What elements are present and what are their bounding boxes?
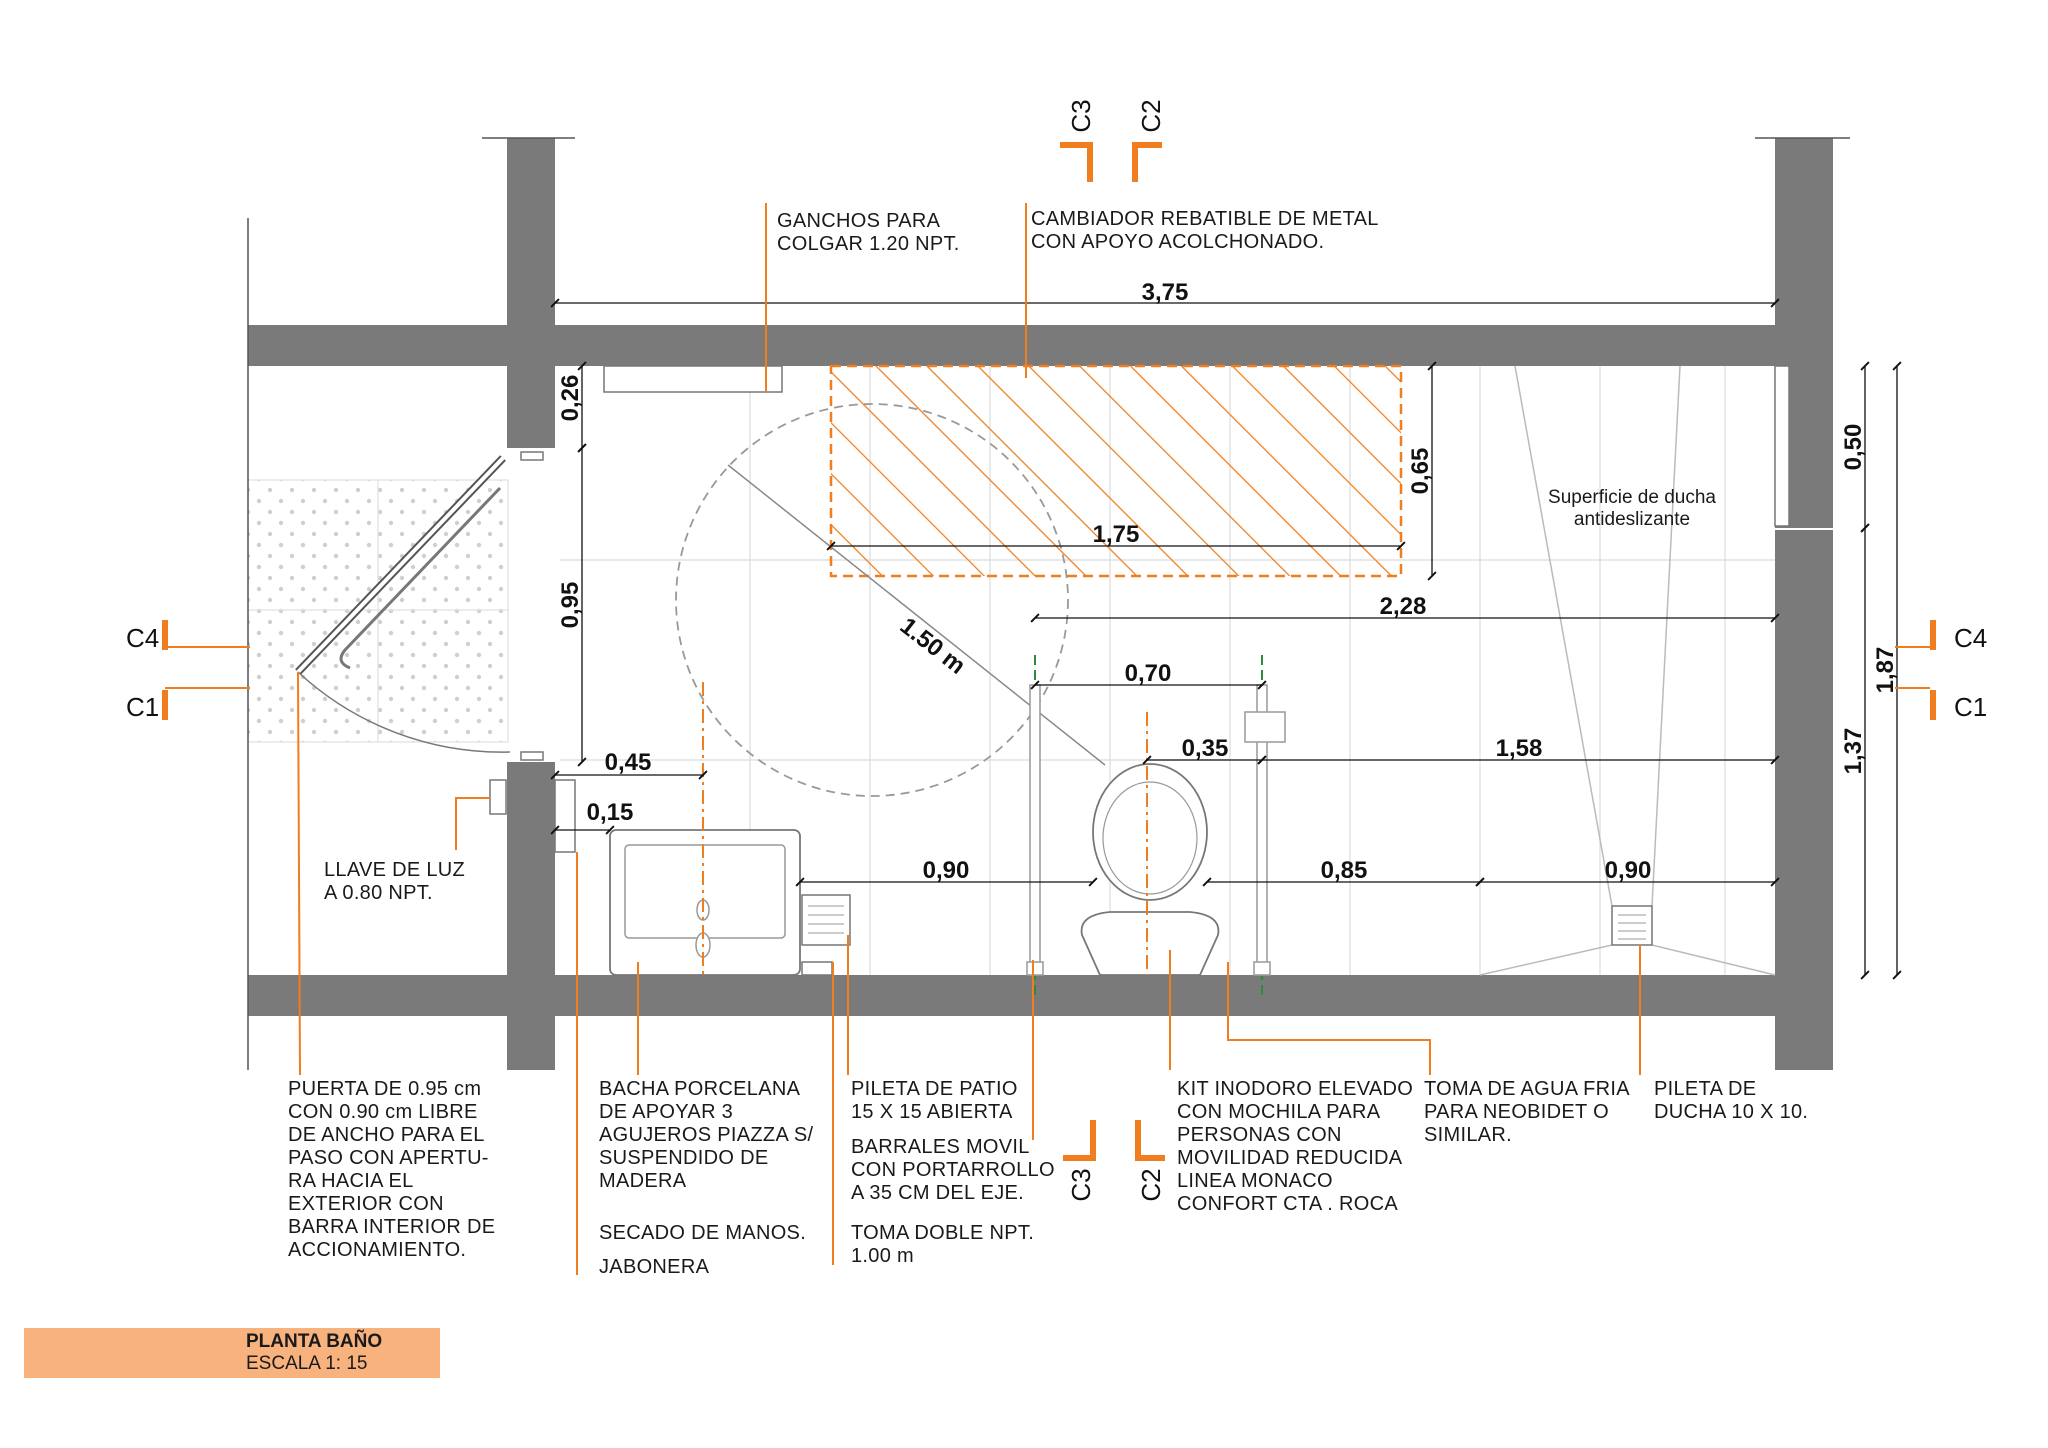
dim-0-65: 0,65 <box>1407 448 1434 495</box>
dim-1-87: 1,87 <box>1872 647 1899 694</box>
dim-1-37: 1,37 <box>1840 728 1867 775</box>
plan-scale: ESCALA 1: 15 <box>246 1353 368 1374</box>
note-hand-dryer: SECADO DE MANOS. <box>599 1222 807 1244</box>
light-switch <box>489 779 507 815</box>
dim-0-90-toilet: 0,90 <box>923 857 970 884</box>
soap-dish <box>554 779 576 853</box>
cut-mark-c4-right: C4 <box>1954 623 1987 653</box>
dim-1-75: 1,75 <box>1093 521 1140 548</box>
note-soap-dish: JABONERA <box>599 1256 710 1278</box>
sink <box>609 829 801 976</box>
dim-0-50: 0,50 <box>1840 424 1867 471</box>
dim-0-15: 0,15 <box>587 799 634 826</box>
cut-mark-c3-top: C3 <box>1066 99 1096 132</box>
turning-circle <box>675 403 1069 797</box>
dim-0-85: 0,85 <box>1321 857 1368 884</box>
shower-area <box>1479 365 1776 976</box>
cut-mark-c3-bottom: C3 <box>1066 1168 1096 1201</box>
plan-title: PLANTA BAÑO <box>246 1331 383 1352</box>
dim-0-95: 0,95 <box>557 582 584 629</box>
shower-surface-label-1: Superficie de ducha <box>1548 487 1716 508</box>
door-push-bar <box>339 486 502 670</box>
toilet <box>1080 763 1220 976</box>
cut-mark-c1-right: C1 <box>1954 692 1987 722</box>
patio-floor-drain <box>801 894 851 976</box>
dim-turning-radius: 1.50 m <box>895 612 971 679</box>
cut-mark-c1-left: C1 <box>126 692 159 722</box>
door <box>295 451 544 761</box>
dim-0-45: 0,45 <box>605 749 652 776</box>
cut-mark-c2-bottom: C2 <box>1136 1168 1166 1201</box>
dim-2-28: 2,28 <box>1380 593 1427 620</box>
dim-1-58: 1,58 <box>1496 735 1543 762</box>
shower-surface-label-2: antideslizante <box>1574 509 1690 530</box>
dim-0-70: 0,70 <box>1125 660 1172 687</box>
shower-window <box>1774 365 1790 527</box>
toilet-paper-holder <box>1244 711 1286 743</box>
hooks <box>603 365 783 393</box>
dim-3-75: 3,75 <box>1142 279 1189 306</box>
dim-0-35: 0,35 <box>1182 735 1229 762</box>
cut-mark-c4-left: C4 <box>126 623 159 653</box>
changing-table <box>829 364 1403 578</box>
cut-mark-c2-top: C2 <box>1136 99 1166 132</box>
title-block: PLANTA BAÑO ESCALA 1: 15 <box>24 1328 440 1378</box>
note-double-outlet: TOMA DOBLE NPT.1.00 m <box>851 1222 1035 1267</box>
dim-0-90-shower: 0,90 <box>1605 857 1652 884</box>
dim-0-26: 0,26 <box>557 375 584 422</box>
walls <box>248 138 1833 1070</box>
